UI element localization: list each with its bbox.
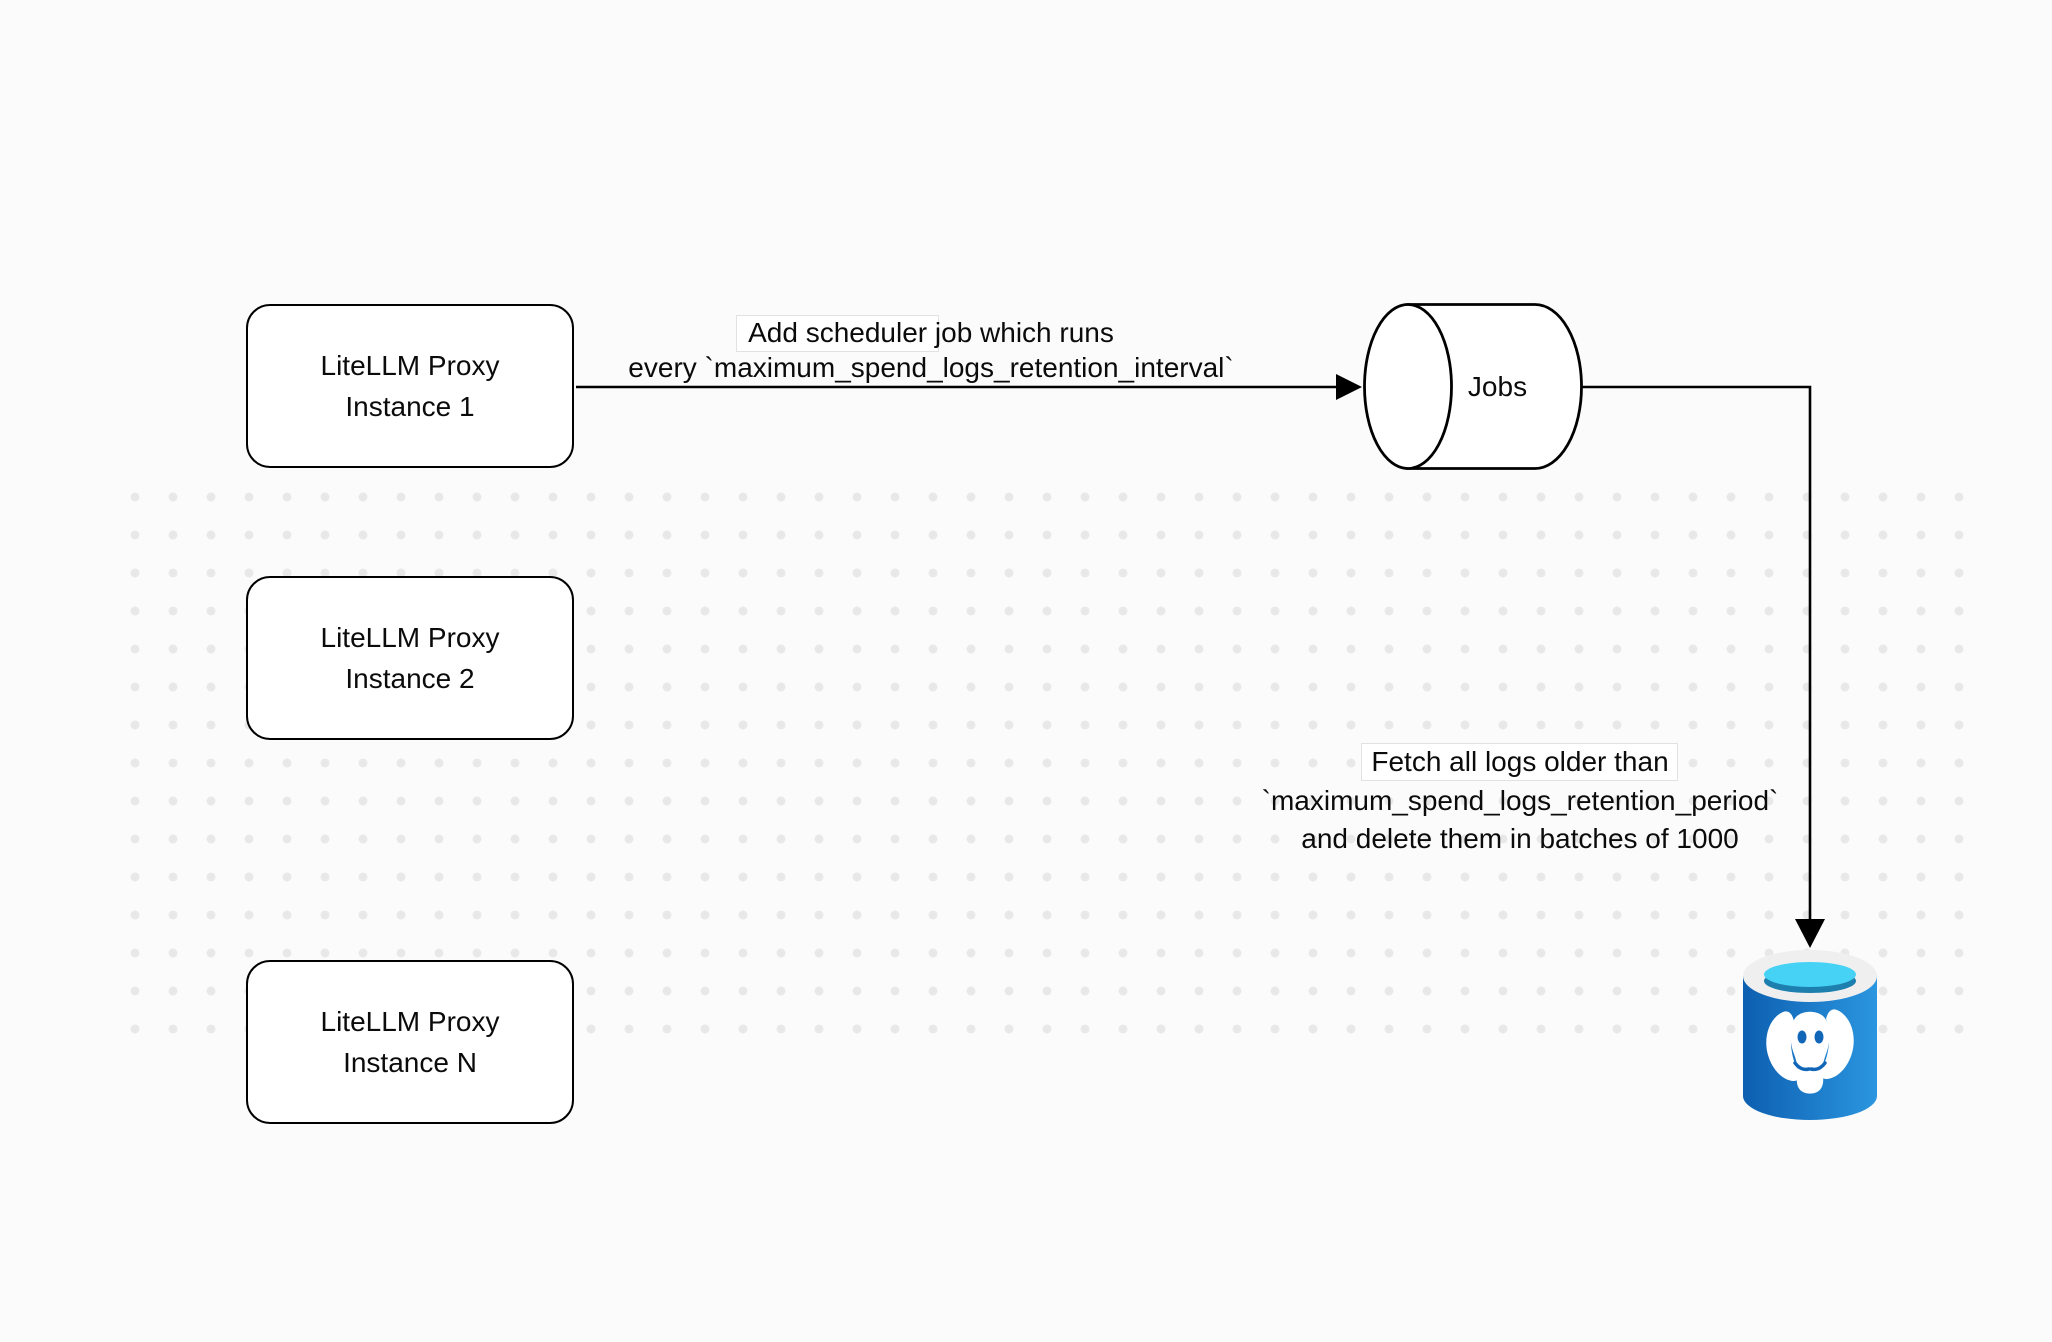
arrowhead-right-icon bbox=[1336, 374, 1362, 400]
node-litellm-proxy-instance-1[interactable]: LiteLLM Proxy Instance 1 bbox=[246, 304, 574, 468]
scheduler-label-highlight bbox=[736, 315, 939, 352]
cleanup-edge-label-line2: `maximum_spend_logs_retention_period` bbox=[1261, 785, 1779, 816]
node-label-line: LiteLLM Proxy bbox=[320, 622, 500, 653]
node-litellm-proxy-instance-n[interactable]: LiteLLM Proxy Instance N bbox=[246, 960, 574, 1124]
cleanup-edge-arrow bbox=[1581, 385, 1825, 948]
scheduler-edge-label-line2: every `maximum_spend_logs_retention_inte… bbox=[628, 352, 1234, 383]
cleanup-edge-label-line3: and delete them in batches of 1000 bbox=[1301, 823, 1739, 854]
arrowhead-down-icon bbox=[1795, 919, 1825, 948]
scheduler-edge-arrow bbox=[576, 374, 1362, 400]
cleanup-label-highlight bbox=[1361, 743, 1678, 781]
node-litellm-proxy-instance-2[interactable]: LiteLLM Proxy Instance 2 bbox=[246, 576, 574, 740]
node-label-line: Instance 2 bbox=[345, 663, 475, 694]
node-label-line: LiteLLM Proxy bbox=[320, 350, 500, 381]
node-label-line: LiteLLM Proxy bbox=[320, 1006, 500, 1037]
node-label-line: Instance N bbox=[343, 1047, 477, 1078]
queue-front-ellipse bbox=[1363, 303, 1453, 470]
jobs-queue-label: Jobs bbox=[1467, 371, 1528, 402]
postgresql-database-icon[interactable] bbox=[1743, 950, 1877, 1120]
db-water-top bbox=[1764, 962, 1856, 987]
node-label-line: Instance 1 bbox=[345, 391, 475, 422]
scheduler-edge-label-line1: Add scheduler job which runs bbox=[748, 317, 1114, 348]
cleanup-edge-label-line1: Fetch all logs older than bbox=[1371, 746, 1669, 777]
jobs-queue-shape[interactable] bbox=[1363, 303, 1583, 470]
postgres-elephant-icon bbox=[1766, 1009, 1854, 1094]
